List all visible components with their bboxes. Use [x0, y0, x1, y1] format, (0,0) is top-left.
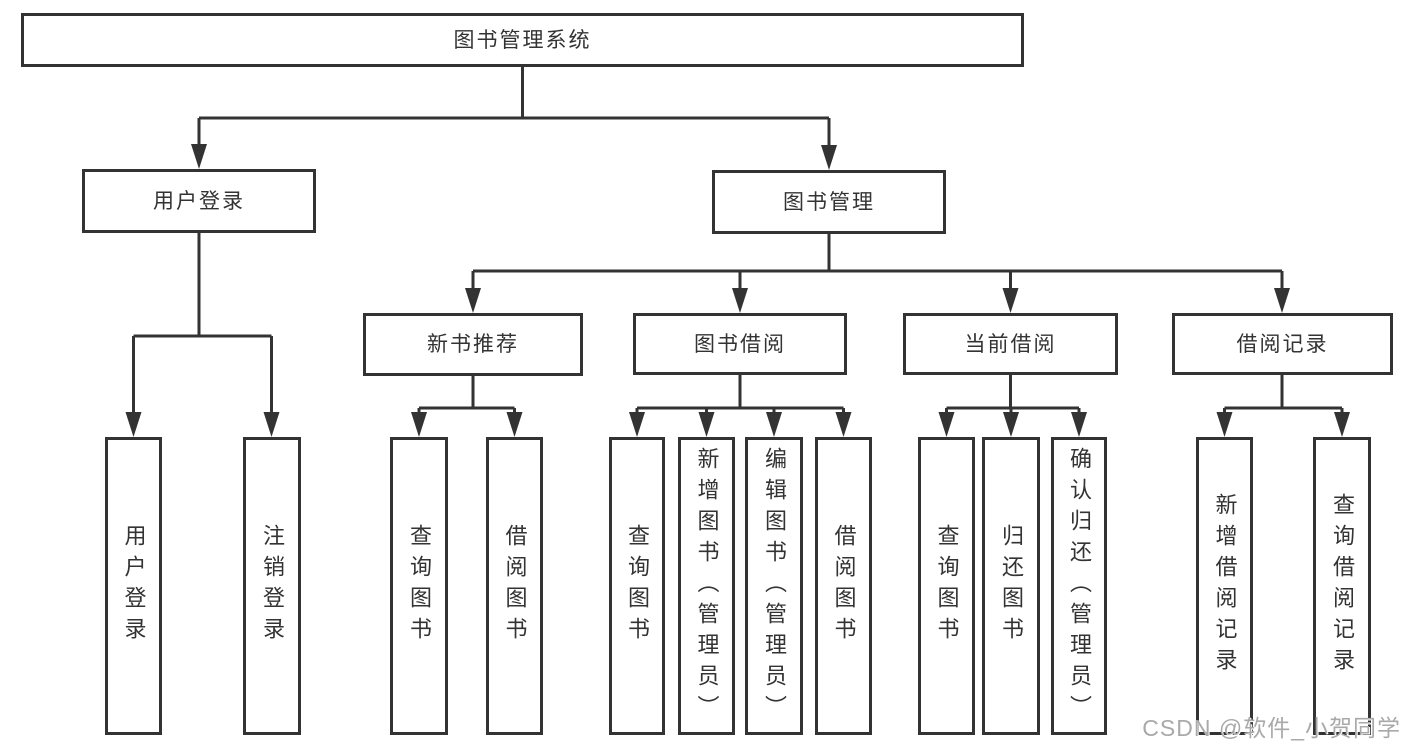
node-user-login: 用户登录: [82, 169, 316, 233]
leaf-label: 确认归还（管理员）: [1067, 446, 1092, 726]
node-current-borrowing: 当前借阅: [903, 313, 1118, 375]
connector-bookmgmt-to-level3: [471, 234, 1284, 297]
leaf-query-books-current: 查询图书: [918, 437, 975, 735]
arrowhead: [732, 288, 748, 313]
leaf-add-books-admin: 新增图书（管理员）: [678, 437, 735, 735]
arrowhead: [125, 412, 142, 437]
csdn-watermark: CSDN @软件_小贺同学: [1142, 715, 1401, 741]
node-book-borrowing: 图书借阅: [633, 313, 847, 375]
connector-userlogin-to-leaves: [132, 233, 273, 421]
leaf-label: 查询借阅记录: [1330, 493, 1355, 679]
leaf-query-books-recommend: 查询图书: [390, 437, 448, 735]
leaf-edit-books-admin: 编辑图书（管理员）: [745, 437, 803, 735]
node-label: 图书管理系统: [453, 28, 592, 52]
leaf-label: 查询图书: [934, 524, 960, 648]
arrowhead: [1274, 288, 1290, 313]
leaf-label: 归还图书: [999, 524, 1024, 648]
leaf-borrow-books-recommend: 借阅图书: [486, 437, 543, 735]
leaf-label: 查询图书: [407, 524, 432, 648]
node-book-management: 图书管理: [712, 170, 946, 234]
arrowhead: [766, 412, 782, 437]
leaf-label: 借阅图书: [502, 524, 528, 648]
leaf-label: 新增借阅记录: [1212, 493, 1238, 679]
connector-current-to-leaves: [945, 375, 1081, 421]
arrowhead: [1071, 412, 1087, 437]
node-borrowing-records: 借阅记录: [1172, 313, 1393, 375]
arrowhead: [263, 412, 280, 437]
leaf-label: 借阅图书: [831, 524, 857, 648]
node-system-root: 图书管理系统: [21, 13, 1024, 67]
leaf-borrow-books: 借阅图书: [815, 437, 872, 735]
leaf-label: 注销登录: [260, 524, 285, 648]
node-label: 借阅记录: [1236, 332, 1329, 356]
connector-root-to-level2: [197, 67, 831, 154]
arrowhead: [821, 145, 837, 170]
node-label: 当前借阅: [964, 332, 1057, 356]
arrowhead: [1334, 412, 1350, 437]
leaf-query-borrow-record: 查询借阅记录: [1313, 437, 1371, 735]
node-label: 用户登录: [153, 189, 245, 213]
arrowhead: [629, 412, 645, 437]
connector-record-to-leaves: [1223, 375, 1344, 421]
arrowhead: [1002, 288, 1019, 313]
arrowhead: [1003, 412, 1019, 437]
leaf-label: 编辑图书（管理员）: [762, 446, 787, 726]
arrowhead: [938, 412, 955, 437]
arrowhead: [465, 288, 481, 313]
leaf-add-borrow-record: 新增借阅记录: [1196, 437, 1253, 735]
arrowhead: [191, 144, 207, 169]
leaf-label: 查询图书: [625, 524, 650, 648]
node-label: 图书管理: [783, 190, 875, 214]
arrowhead: [835, 412, 852, 437]
arrowhead: [1216, 412, 1233, 437]
connector-borrow-to-leaves: [635, 375, 845, 421]
leaf-label: 用户登录: [121, 524, 147, 648]
leaf-confirm-return-admin: 确认归还（管理员）: [1051, 437, 1107, 735]
connector-newbook-to-leaves: [417, 376, 516, 421]
arrowhead: [698, 412, 715, 437]
node-label: 图书借阅: [694, 332, 786, 356]
node-label: 新书推荐: [427, 333, 519, 356]
leaf-query-books-borrow: 查询图书: [609, 437, 665, 735]
arrowhead: [506, 412, 523, 437]
leaf-label: 新增图书（管理员）: [694, 446, 720, 726]
node-new-book-recommend: 新书推荐: [363, 313, 583, 376]
leaf-user-login: 用户登录: [105, 437, 162, 735]
leaf-return-books: 归还图书: [982, 437, 1040, 735]
leaf-logout: 注销登录: [243, 437, 301, 735]
arrowhead: [411, 412, 427, 437]
